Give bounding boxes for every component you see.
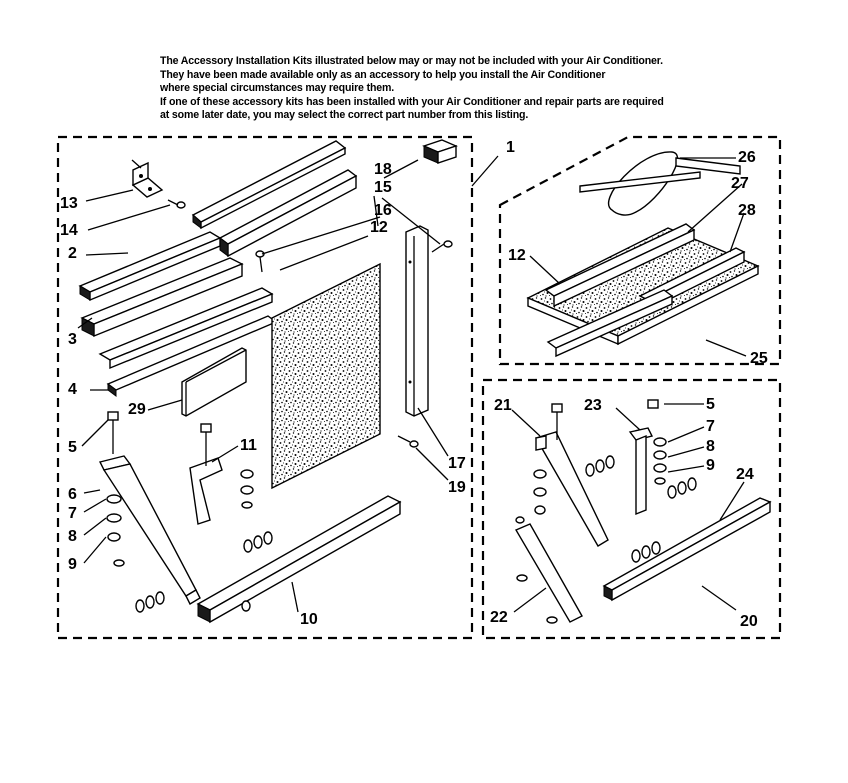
callout-5-left: 5 bbox=[68, 439, 77, 456]
leader-lines bbox=[77, 155, 747, 613]
callout-6: 6 bbox=[68, 486, 77, 503]
part-3-rail bbox=[80, 257, 244, 338]
part-6-leg bbox=[98, 455, 201, 605]
kit-boundary-20 bbox=[481, 378, 782, 640]
callout-4: 4 bbox=[68, 381, 77, 398]
part-19-screw bbox=[397, 435, 419, 448]
kit-boundary-25 bbox=[498, 135, 782, 366]
callout-23: 23 bbox=[584, 397, 602, 414]
washers-left bbox=[106, 494, 125, 567]
callout-10: 10 bbox=[300, 611, 318, 628]
callout-27: 27 bbox=[731, 175, 749, 192]
rail-top-right bbox=[191, 140, 347, 230]
callout-labels: 1 2 3 4 5 5 6 7 7 8 8 9 9 10 11 12 12 13… bbox=[60, 139, 768, 630]
callout-25: 25 bbox=[750, 350, 768, 367]
callout-12-main: 12 bbox=[370, 219, 388, 236]
callout-29: 29 bbox=[128, 401, 146, 418]
callout-16: 16 bbox=[374, 202, 392, 219]
callout-17: 17 bbox=[448, 455, 466, 472]
callout-11: 11 bbox=[240, 437, 257, 454]
washers-right bbox=[533, 437, 697, 515]
callout-24: 24 bbox=[736, 466, 754, 483]
callout-7-right: 7 bbox=[706, 418, 715, 435]
intro-line-3: where special circumstances may require … bbox=[160, 82, 395, 95]
intro-line-5: at some later date, you may select the c… bbox=[160, 109, 529, 122]
part-23-bracket bbox=[628, 399, 659, 516]
part-14-screw bbox=[167, 199, 186, 209]
callout-1: 1 bbox=[506, 139, 515, 156]
callout-9-left: 9 bbox=[68, 556, 77, 573]
part-10-rail bbox=[135, 495, 402, 624]
callout-18: 18 bbox=[374, 161, 392, 178]
callout-19: 19 bbox=[448, 479, 466, 496]
callout-28: 28 bbox=[738, 202, 756, 219]
part-22-bracket bbox=[514, 523, 583, 624]
callout-2: 2 bbox=[68, 245, 77, 262]
part-17-channel bbox=[405, 225, 429, 417]
part-2-rail bbox=[78, 231, 222, 302]
part-21-bracket bbox=[534, 403, 609, 547]
callout-15: 15 bbox=[374, 179, 392, 196]
callout-22: 22 bbox=[490, 609, 508, 626]
part-16-rail bbox=[98, 287, 274, 370]
callout-21: 21 bbox=[494, 397, 512, 414]
intro-line-1: The Accessory Installation Kits illustra… bbox=[160, 55, 663, 67]
intro-text: The Accessory Installation Kits illustra… bbox=[160, 55, 840, 123]
callout-14: 14 bbox=[60, 222, 78, 239]
callout-3: 3 bbox=[68, 331, 77, 348]
part-24-rail bbox=[515, 497, 772, 602]
callout-8-left: 8 bbox=[68, 528, 77, 545]
part-18-block bbox=[422, 139, 458, 164]
callout-12-kit25: 12 bbox=[508, 247, 526, 264]
callout-5-right: 5 bbox=[706, 396, 715, 413]
part-25-rail bbox=[546, 289, 674, 358]
part-5-bolt-left bbox=[107, 411, 119, 454]
part-13-bracket bbox=[131, 159, 164, 198]
callout-7-left: 7 bbox=[68, 505, 77, 522]
intro-line-4: If one of these accessory kits has been … bbox=[160, 95, 664, 108]
intro-line-2: They have been made available only as an… bbox=[160, 68, 606, 81]
kit-boundary-main bbox=[56, 135, 474, 640]
rail-top-right-2 bbox=[218, 169, 358, 258]
callout-8-right: 8 bbox=[706, 438, 715, 455]
part-26-gasket bbox=[579, 151, 741, 216]
callout-9-right: 9 bbox=[706, 457, 715, 474]
callout-13: 13 bbox=[60, 195, 78, 212]
part-15-screw bbox=[431, 240, 453, 253]
part-12-panel bbox=[271, 262, 381, 490]
part-27-channel bbox=[544, 223, 696, 308]
part-29-bracket bbox=[181, 347, 247, 417]
callout-20: 20 bbox=[740, 613, 758, 630]
callout-26: 26 bbox=[738, 149, 756, 166]
